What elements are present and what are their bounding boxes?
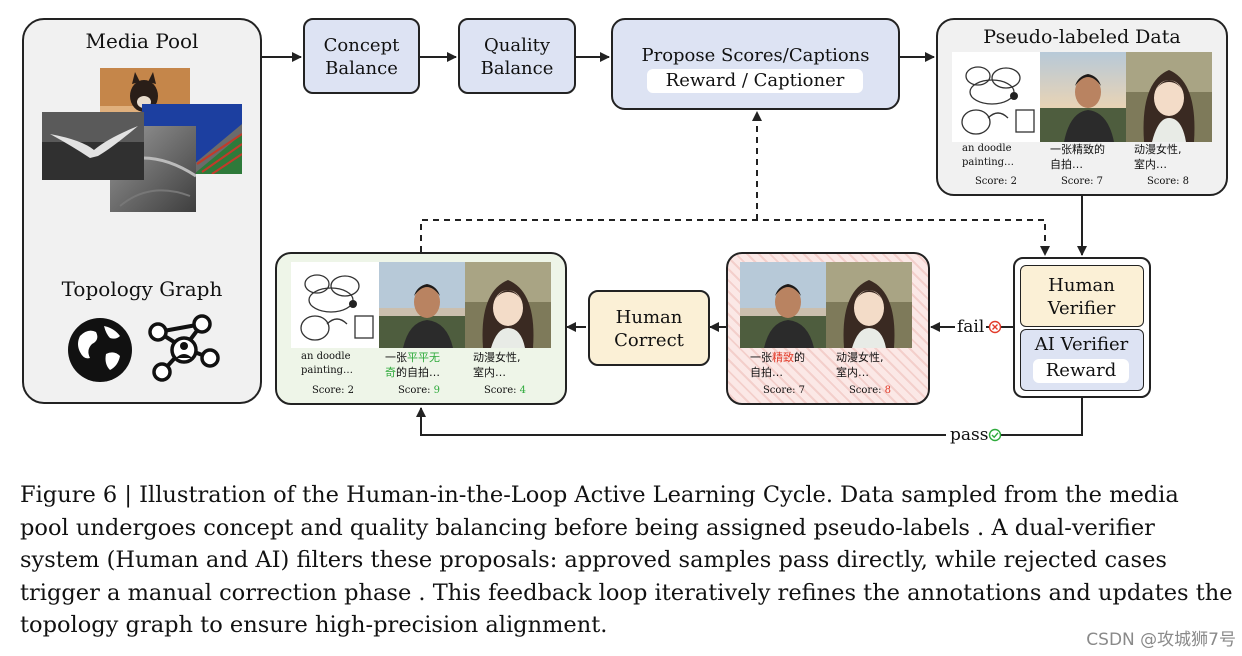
corrected-score-1: Score: 2: [293, 385, 373, 396]
failed-samples-node: 一张精致的 自拍… 动漫女性, 室内… Score: 7 Score: 8: [726, 252, 930, 405]
failed-caption-1-line2: 自拍…: [750, 366, 783, 379]
failed-score-1: Score: 7: [744, 385, 824, 396]
pseudo-caption-1-line1: an doodle: [962, 143, 1012, 154]
corrected-score-1-label: Score:: [311, 385, 348, 396]
network-graph-icon: [148, 314, 220, 382]
edge-verifier-pass: [416, 398, 1083, 436]
ai-verifier-node: AI Verifier Reward: [1020, 329, 1144, 391]
corrected-doodle-image: [291, 262, 379, 348]
corrected-caption-3-line1: 动漫女性,: [473, 351, 521, 364]
caption-line-2: pool undergoes concept and quality balan…: [20, 514, 1155, 541]
corrected-caption-2-line1: 一张平平无: [385, 350, 440, 365]
corrected-caption-2-post: 的自拍…: [396, 366, 440, 379]
concept-balance-line1: Concept: [323, 35, 400, 56]
pseudo-caption-2-line2: 自拍…: [1050, 158, 1083, 171]
pseudo-caption-2-line1: 一张精致的: [1050, 143, 1105, 156]
fail-label: fail: [955, 316, 987, 338]
pseudo-caption-3-line2: 室内…: [1134, 158, 1167, 171]
corrected-caption-1-line1: an doodle: [301, 351, 351, 362]
pass-label: pass: [946, 424, 993, 446]
pseudo-caption-1-line2: painting…: [962, 157, 1015, 168]
human-verifier-line2: Verifier: [1047, 298, 1116, 319]
pseudo-score-1: Score: 2: [974, 176, 1018, 187]
corrected-caption-2-highlight2: 奇: [385, 366, 396, 379]
corrected-score-2-value: 9: [433, 385, 441, 396]
corrected-caption-2-pre: 一张: [385, 351, 407, 364]
propose-node: Propose Scores/Captions Reward / Caption…: [611, 18, 900, 110]
human-correct-line1: Human: [615, 307, 683, 328]
human-verifier-line1: Human: [1048, 275, 1115, 296]
concept-balance-node: Concept Balance: [303, 18, 420, 94]
caption-line-5: topology graph to ensure high-precision …: [20, 612, 608, 638]
doodle-image: [952, 52, 1040, 142]
quality-balance-line1: Quality: [484, 35, 550, 56]
watermark: CSDN @攻城狮7号: [1086, 630, 1236, 650]
failed-anime-image: [826, 262, 912, 348]
pseudo-labeled-data-node: Pseudo-labeled Data an doodle painting… …: [936, 18, 1228, 196]
bird-photo: [42, 112, 144, 180]
failed-caption-1-post: 的: [794, 351, 805, 364]
failed-caption-2-line2: 室内…: [836, 366, 869, 379]
corrected-score-3-label: Score:: [483, 385, 520, 396]
corrected-score-3: Score: 4: [465, 385, 545, 396]
edge-feedback-loop: [420, 219, 1050, 256]
media-pool-node: Media Pool Topology Graph: [22, 18, 262, 404]
corrected-caption-3-line2: 室内…: [473, 366, 506, 379]
topology-graph-title: Topology Graph: [61, 277, 223, 301]
ai-verifier-title: AI Verifier: [1034, 334, 1129, 355]
ai-verifier-reward-pill: Reward: [1033, 359, 1129, 383]
failed-caption-1-highlight: 精致: [772, 351, 794, 364]
corrected-anime-image: [465, 262, 551, 348]
corrected-caption-2-highlight: 平平无: [407, 351, 440, 364]
pass-check-icon: [988, 428, 1002, 442]
fail-x-icon: [988, 320, 1002, 334]
corrected-samples-node: an doodle painting… 一张平平无 奇的自拍… 动漫女性, 室内…: [275, 252, 567, 405]
human-correct-line2: Correct: [614, 330, 684, 351]
selfie-image: [1040, 52, 1126, 142]
pseudo-score-3: Score: 8: [1146, 176, 1190, 187]
pseudo-score-2: Score: 7: [1060, 176, 1104, 187]
media-pool-title: Media Pool: [85, 29, 199, 53]
propose-title: Propose Scores/Captions: [641, 45, 870, 66]
pseudo-caption-3-line1: 动漫女性,: [1134, 143, 1182, 156]
corrected-selfie-image: [379, 262, 465, 348]
corrected-score-3-value: 4: [519, 385, 527, 396]
failed-selfie-image: [740, 262, 826, 348]
caption-line-3: system (Human and AI) filters these prop…: [20, 547, 1167, 573]
verifier-node: Human Verifier AI Verifier Reward: [1013, 257, 1151, 398]
fail-text: fail: [957, 317, 985, 337]
failed-score-2-value: 8: [884, 385, 892, 396]
failed-score-1-label: Score:: [762, 385, 799, 396]
human-correct-node: Human Correct: [588, 290, 710, 366]
failed-score-2-label: Score:: [848, 385, 885, 396]
figure-caption: Figure 6 | Illustration of the Human-in-…: [20, 479, 1233, 642]
anime-image: [1126, 52, 1212, 142]
quality-balance-line2: Balance: [480, 58, 554, 79]
failed-score-1-value: 7: [798, 385, 806, 396]
corrected-caption-2-line2: 奇的自拍…: [385, 365, 440, 380]
failed-caption-1-line1: 一张精致的: [750, 350, 805, 365]
failed-score-2: Score: 8: [830, 385, 910, 396]
failed-caption-2-line1: 动漫女性,: [836, 351, 884, 364]
pass-text: pass: [950, 425, 989, 445]
globe-icon: [68, 318, 132, 382]
caption-line-4: trigger a manual correction phase . This…: [20, 579, 1233, 606]
failed-caption-1-pre: 一张: [750, 351, 772, 364]
corrected-score-1-value: 2: [347, 385, 355, 396]
reward-captioner-pill: Reward / Captioner: [647, 69, 863, 93]
quality-balance-node: Quality Balance: [458, 18, 576, 94]
corrected-score-2: Score: 9: [379, 385, 459, 396]
pseudo-labeled-title: Pseudo-labeled Data: [983, 26, 1181, 48]
human-verifier-node: Human Verifier: [1020, 265, 1144, 327]
corrected-score-2-label: Score:: [397, 385, 434, 396]
corrected-caption-1-line2: painting…: [301, 365, 354, 376]
caption-line-1: Figure 6 | Illustration of the Human-in-…: [20, 482, 1179, 508]
concept-balance-line2: Balance: [325, 58, 398, 79]
